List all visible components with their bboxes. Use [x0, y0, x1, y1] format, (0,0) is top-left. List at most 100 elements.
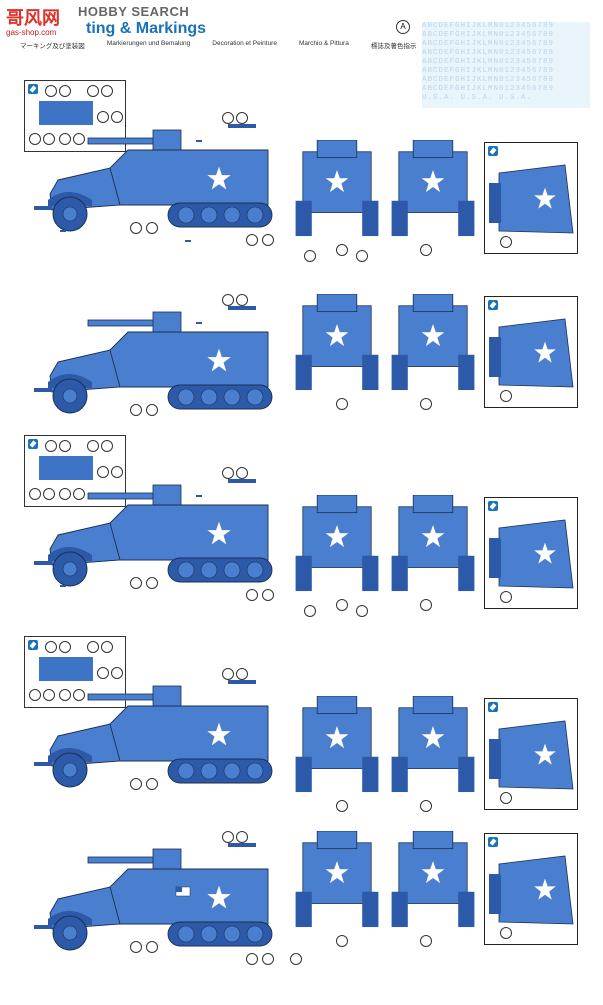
top-view-halftrack — [489, 318, 574, 388]
hull-top — [498, 519, 574, 589]
left-track — [391, 555, 408, 592]
gun-shield — [412, 696, 454, 715]
hardware-tag — [196, 495, 202, 497]
subtitle-fr: Decoration et Peinture — [212, 40, 277, 47]
left-track — [391, 200, 408, 237]
gun-barrel — [87, 319, 159, 327]
track — [167, 202, 273, 228]
decal-callout-number — [29, 133, 41, 145]
decal-callout-number — [111, 667, 123, 679]
decal-callout-number — [29, 488, 41, 500]
us-flag-canton — [176, 887, 182, 892]
decal-line: ABCDEFGHIJKLMN0123456789 — [422, 67, 555, 75]
front-view-halftrack — [295, 696, 379, 793]
license-plate — [39, 456, 93, 480]
right-track — [458, 891, 475, 928]
hardware-tag — [60, 230, 66, 232]
view-reference-number — [336, 599, 348, 611]
road-wheel — [246, 206, 264, 224]
side-decal-number — [130, 941, 142, 953]
decal-callout-number — [59, 689, 71, 701]
road-wheel — [246, 762, 264, 780]
side-decal-number — [262, 589, 274, 601]
decal-callout-number — [97, 111, 109, 123]
road-wheel — [223, 925, 241, 943]
side-decal-number — [222, 112, 234, 124]
top-view-decal-number — [500, 591, 512, 603]
hardware-tag — [185, 240, 191, 242]
subtitle-de: Markierungen und Bemalung — [106, 40, 191, 47]
gun-mount — [152, 129, 182, 153]
hull-body — [107, 868, 269, 925]
road-wheel — [177, 762, 195, 780]
decal-callout-number — [45, 85, 57, 97]
view-reference-number — [336, 244, 348, 256]
decal-callout-number — [43, 689, 55, 701]
view-reference-number — [420, 800, 432, 812]
decal-callout-number — [97, 667, 109, 679]
left-track — [295, 354, 312, 391]
road-wheel — [246, 388, 264, 406]
machine-gun — [228, 306, 256, 310]
machine-gun — [228, 124, 256, 128]
left-track — [295, 555, 312, 592]
front-view-halftrack — [295, 495, 379, 592]
road-wheel — [200, 925, 218, 943]
marking-section — [0, 62, 603, 262]
hull-top — [498, 318, 574, 388]
side-decal-number — [236, 668, 248, 680]
side-decal-number — [290, 953, 302, 965]
body-panel — [302, 506, 372, 568]
view-reference-number — [420, 599, 432, 611]
hull-top — [498, 855, 574, 925]
right-track — [458, 354, 475, 391]
hull-top — [498, 164, 574, 234]
track — [167, 384, 273, 410]
hardware-tag — [60, 585, 66, 587]
marking-section — [0, 278, 603, 468]
top-view-detail-box — [484, 833, 578, 945]
front-bumper — [34, 762, 52, 766]
decal-callout-number — [73, 488, 85, 500]
track — [167, 921, 273, 947]
side-decal-number — [130, 778, 142, 790]
left-track — [295, 200, 312, 237]
top-view-halftrack — [489, 519, 574, 589]
gun-shield — [316, 294, 358, 313]
side-decal-number — [262, 234, 274, 246]
view-reference-number — [356, 605, 368, 617]
top-view-detail-box — [484, 497, 578, 609]
watermark-url: gas-shop.com — [6, 28, 57, 37]
road-wheel — [223, 388, 241, 406]
side-decal-number — [236, 294, 248, 306]
decal-callout-number — [111, 111, 123, 123]
paint-brush-icon — [28, 640, 38, 650]
right-track — [458, 200, 475, 237]
left-track — [391, 891, 408, 928]
side-view-halftrack — [34, 479, 273, 587]
view-reference-number — [304, 250, 316, 262]
gun-barrel — [87, 856, 159, 864]
decal-line: ABCDEFGHIJKLMN0123456789 — [422, 76, 555, 84]
side-decal-number — [262, 953, 274, 965]
marking-section — [0, 417, 603, 617]
subtitle-jp: マーキング及び塗装図 — [20, 43, 85, 50]
right-track — [362, 200, 379, 237]
decal-line: ABCDEFGHIJKLMN0123456789 — [422, 85, 555, 93]
side-decal-number — [236, 112, 248, 124]
sheet-letter-badge: A — [396, 20, 410, 34]
right-track — [362, 354, 379, 391]
gun-shield — [412, 294, 454, 313]
front-wheel-hub — [62, 561, 78, 577]
front-bumper — [34, 561, 52, 565]
road-wheel — [246, 925, 264, 943]
marking-section — [0, 815, 603, 1005]
view-reference-number — [356, 250, 368, 262]
license-plate-callout — [24, 636, 126, 708]
paint-brush-icon — [28, 439, 38, 449]
top-view-decal-number — [500, 792, 512, 804]
decal-callout-number — [111, 466, 123, 478]
road-wheel — [200, 561, 218, 579]
left-track — [295, 756, 312, 793]
side-decal-number — [130, 404, 142, 416]
